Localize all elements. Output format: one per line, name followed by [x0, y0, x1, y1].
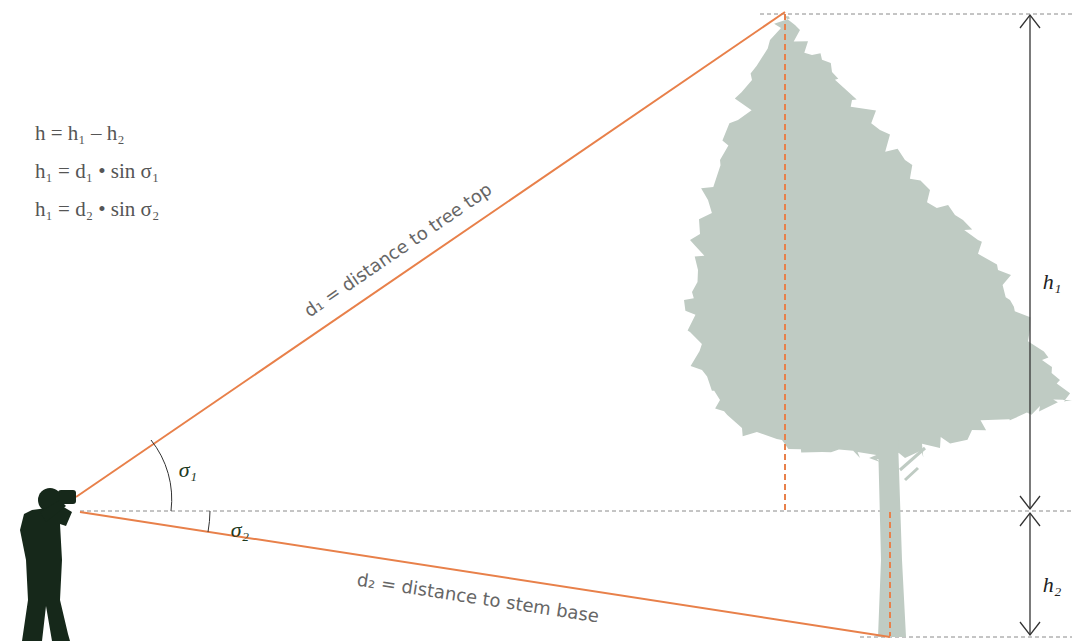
- angle-label: σ₁: [179, 458, 198, 482]
- person-silhouette: [20, 488, 76, 641]
- dimension-arrows: [1020, 15, 1040, 635]
- height-verticals: [785, 14, 890, 636]
- formula-text: h₁ = d₂ • sin σ₂: [35, 198, 159, 221]
- angle-arcs: [151, 440, 210, 532]
- formula-text: h = h₁ – h₂: [35, 122, 125, 145]
- distance-label: d₁ = distance to tree top: [301, 179, 496, 321]
- angle-label: σ₂: [231, 518, 250, 542]
- height-label: h₁: [1043, 270, 1062, 294]
- sight-lines: [76, 12, 890, 637]
- tree-silhouette: [684, 10, 1072, 462]
- distance-label: d₂ = distance to stem base: [356, 570, 601, 627]
- height-label: h₂: [1043, 573, 1062, 597]
- formula-text: h₁ = d₁ • sin σ₁: [35, 160, 159, 183]
- tree-branch: [900, 448, 925, 480]
